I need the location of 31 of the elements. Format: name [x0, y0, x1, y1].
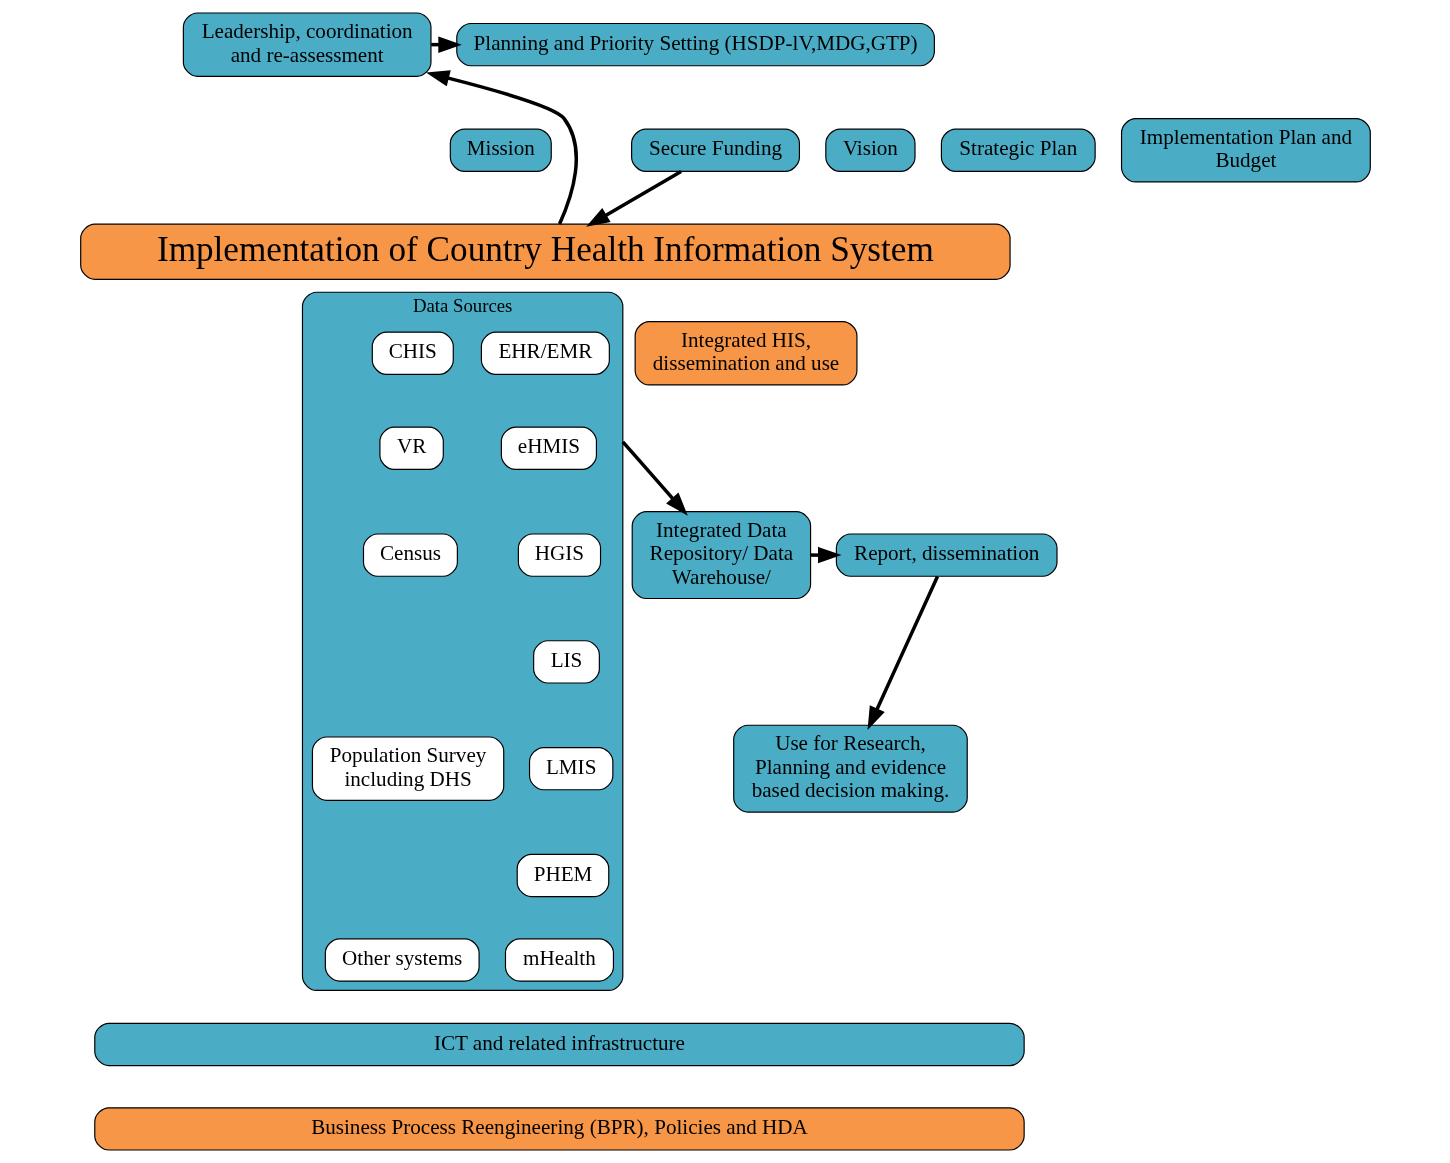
- node-box: Leadership, coordination and re-assessment: [182, 12, 432, 77]
- node-box: mHealth: [504, 938, 614, 982]
- node-box: EHR/EMR: [480, 331, 610, 375]
- node-box: Census: [362, 533, 458, 577]
- node-box: Secure Funding: [630, 128, 800, 172]
- node-box: Implementation Plan and Budget: [1120, 118, 1371, 183]
- node-box: Vision: [824, 128, 916, 172]
- arrow: [810, 546, 842, 564]
- node-box: VR: [378, 426, 444, 471]
- node-box: Integrated Data Repository/ Data Warehouse/: [631, 511, 811, 600]
- arrow: [425, 70, 578, 225]
- node-box: eHMIS: [500, 426, 597, 471]
- node-box: Integrated HIS, dissemination and use: [634, 321, 857, 386]
- arrow: [621, 440, 688, 516]
- arrow: [867, 575, 939, 731]
- node-box: CHIS: [371, 331, 454, 375]
- node-box: Other systems: [324, 938, 480, 982]
- arrow: [585, 169, 682, 227]
- node-box: Implementation of Country Health Information System: [79, 223, 1011, 280]
- node-box: Planning and Priority Setting (HSDP-lV,MDG,GTP): [455, 22, 935, 67]
- node-box: Use for Research, Planning and evidence based decision making.: [732, 724, 968, 813]
- node-box: Strategic Plan: [940, 128, 1096, 172]
- node-box: LMIS: [528, 746, 613, 791]
- node-box: Population Survey including DHS: [311, 736, 504, 801]
- node-box: Business Process Reengineering (BPR), Policies and HDA: [93, 1107, 1025, 1151]
- node-box: HGIS: [517, 533, 601, 577]
- node-box: Report, dissemination: [835, 533, 1058, 577]
- node-box: Mission: [449, 128, 552, 172]
- node-box: LIS: [532, 640, 600, 684]
- node-box: PHEM: [516, 853, 609, 898]
- node-box: ICT and related infrastructure: [93, 1022, 1025, 1067]
